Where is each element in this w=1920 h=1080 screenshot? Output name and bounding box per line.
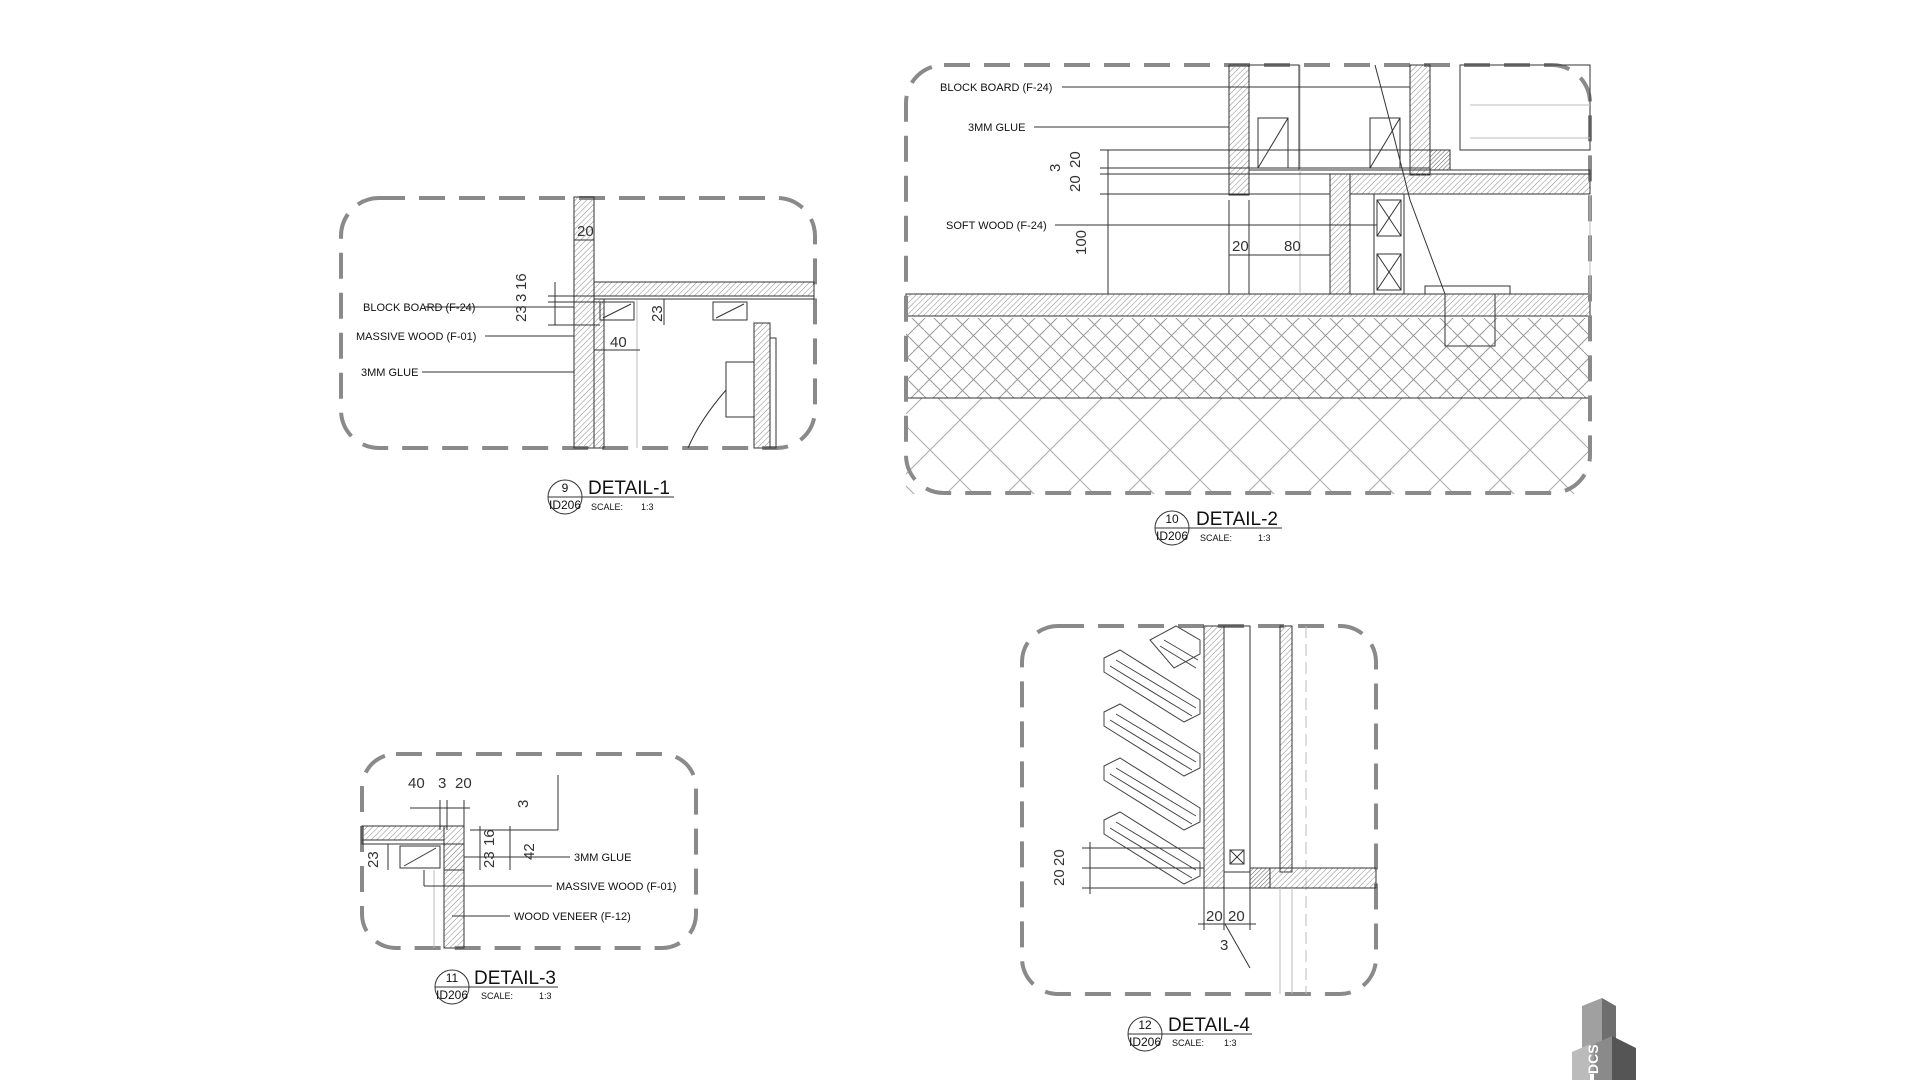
dim-label: 20 — [1206, 908, 1223, 925]
dim-label: 20 — [1067, 151, 1084, 168]
label-block-board: BLOCK BOARD (F-24) — [940, 82, 1052, 94]
label-glue: 3MM GLUE — [574, 852, 631, 864]
scale-value: 1:3 — [1258, 533, 1271, 543]
scale-label: SCALE: — [481, 991, 513, 1001]
label-soft-wood: SOFT WOOD (F-24) — [946, 220, 1047, 232]
detail-4-dimensions: 20 20 20 20 3 — [1051, 849, 1245, 954]
detail-1-drawing — [339, 196, 817, 450]
dim-label: 80 — [1284, 238, 1301, 255]
dim-label: 16 — [481, 829, 498, 846]
dim-label: 23 — [513, 305, 530, 322]
scale-label: SCALE: — [591, 502, 623, 512]
dim-label: 23 — [649, 305, 666, 322]
detail-4-frame — [1020, 624, 1378, 996]
dim-label: 20 — [455, 775, 472, 792]
dim-label: 3 — [513, 294, 530, 302]
dim-label: 20 — [1232, 238, 1249, 255]
detail-number: 11 — [446, 971, 459, 985]
detail-number: 10 — [1165, 512, 1179, 526]
detail-3-frame — [360, 752, 698, 950]
scale-value: 1:3 — [539, 991, 552, 1001]
detail-3-dimensions: 40 3 20 3 23 23 16 42 — [365, 775, 538, 868]
detail-1-horizontal-board — [593, 281, 815, 297]
detail-1-dimensions: 20 23 3 16 23 40 — [513, 223, 666, 351]
dim-label: 3 — [1220, 937, 1228, 954]
detail-number: 12 — [1138, 1018, 1152, 1032]
label-wood-veneer: WOOD VENEER (F-12) — [514, 911, 631, 923]
dim-label: 20 — [1067, 175, 1084, 192]
scale-label: SCALE: — [1200, 533, 1232, 543]
dim-label: 40 — [408, 775, 425, 792]
sheet-number: ID206 — [1129, 1035, 1161, 1049]
label-massive-wood: MASSIVE WOOD (F-01) — [356, 331, 476, 343]
scale-value: 1:3 — [641, 502, 654, 512]
detail-4-title-block: 12 ID206 DETAIL-4 SCALE: 1:3 — [1127, 1015, 1252, 1052]
label-massive-wood: MASSIVE WOOD (F-01) — [556, 881, 676, 893]
logo-text: DCS — [1585, 1044, 1601, 1074]
dim-label: 20 — [1228, 908, 1245, 925]
dim-label: 3 — [1047, 164, 1064, 172]
detail-title: DETAIL-3 — [474, 968, 556, 989]
detail-4-vertical-board — [1203, 625, 1225, 889]
detail-1-labels: BLOCK BOARD (F-24) MASSIVE WOOD (F-01) 3… — [356, 302, 476, 379]
dim-label: 100 — [1073, 230, 1090, 255]
detail-3-title-block: 11 ID206 DETAIL-3 SCALE: 1:3 — [434, 968, 558, 1005]
dim-label: 3 — [515, 800, 532, 808]
label-glue: 3MM GLUE — [968, 122, 1025, 134]
detail-2-drawing — [904, 63, 1592, 495]
detail-3-labels: 3MM GLUE MASSIVE WOOD (F-01) WOOD VENEER… — [514, 852, 676, 923]
detail-1-title-block: 9 ID206 DETAIL-1 SCALE: 1:3 — [547, 478, 674, 515]
sheet-number: ID206 — [549, 498, 581, 512]
detail-2-floor-board — [905, 293, 1591, 317]
dim-label: 20 — [1051, 849, 1068, 866]
label-glue: 3MM GLUE — [361, 367, 418, 379]
dim-label: 40 — [610, 334, 627, 351]
dim-label: 23 — [481, 851, 498, 868]
detail-3-drawing — [360, 752, 698, 950]
detail-2-title-block: 10 ID206 DETAIL-2 SCALE: 1:3 — [1154, 509, 1282, 546]
detail-2-labels: BLOCK BOARD (F-24) 3MM GLUE SOFT WOOD (F… — [940, 82, 1052, 232]
scale-label: SCALE: — [1172, 1038, 1204, 1048]
dim-label: 16 — [513, 273, 530, 290]
dim-label: 20 — [1051, 869, 1068, 886]
detail-title: DETAIL-2 — [1196, 509, 1278, 530]
detail-4-drawing — [1020, 624, 1378, 996]
dcs-logo: DCS — [1572, 998, 1636, 1080]
dim-label: 3 — [438, 775, 446, 792]
detail-title: DETAIL-1 — [588, 478, 670, 499]
detail-number: 9 — [562, 481, 569, 495]
label-block-board: BLOCK BOARD (F-24) — [363, 302, 475, 314]
detail-title: DETAIL-4 — [1168, 1015, 1250, 1036]
sheet-number: ID206 — [1156, 529, 1188, 543]
detail-2-dimensions: 3 20 20 100 20 80 — [1047, 151, 1301, 255]
scale-value: 1:3 — [1224, 1038, 1237, 1048]
dim-label: 23 — [365, 851, 382, 868]
dim-label: 42 — [521, 843, 538, 860]
dim-label: 20 — [577, 223, 594, 240]
sheet-number: ID206 — [436, 988, 468, 1002]
